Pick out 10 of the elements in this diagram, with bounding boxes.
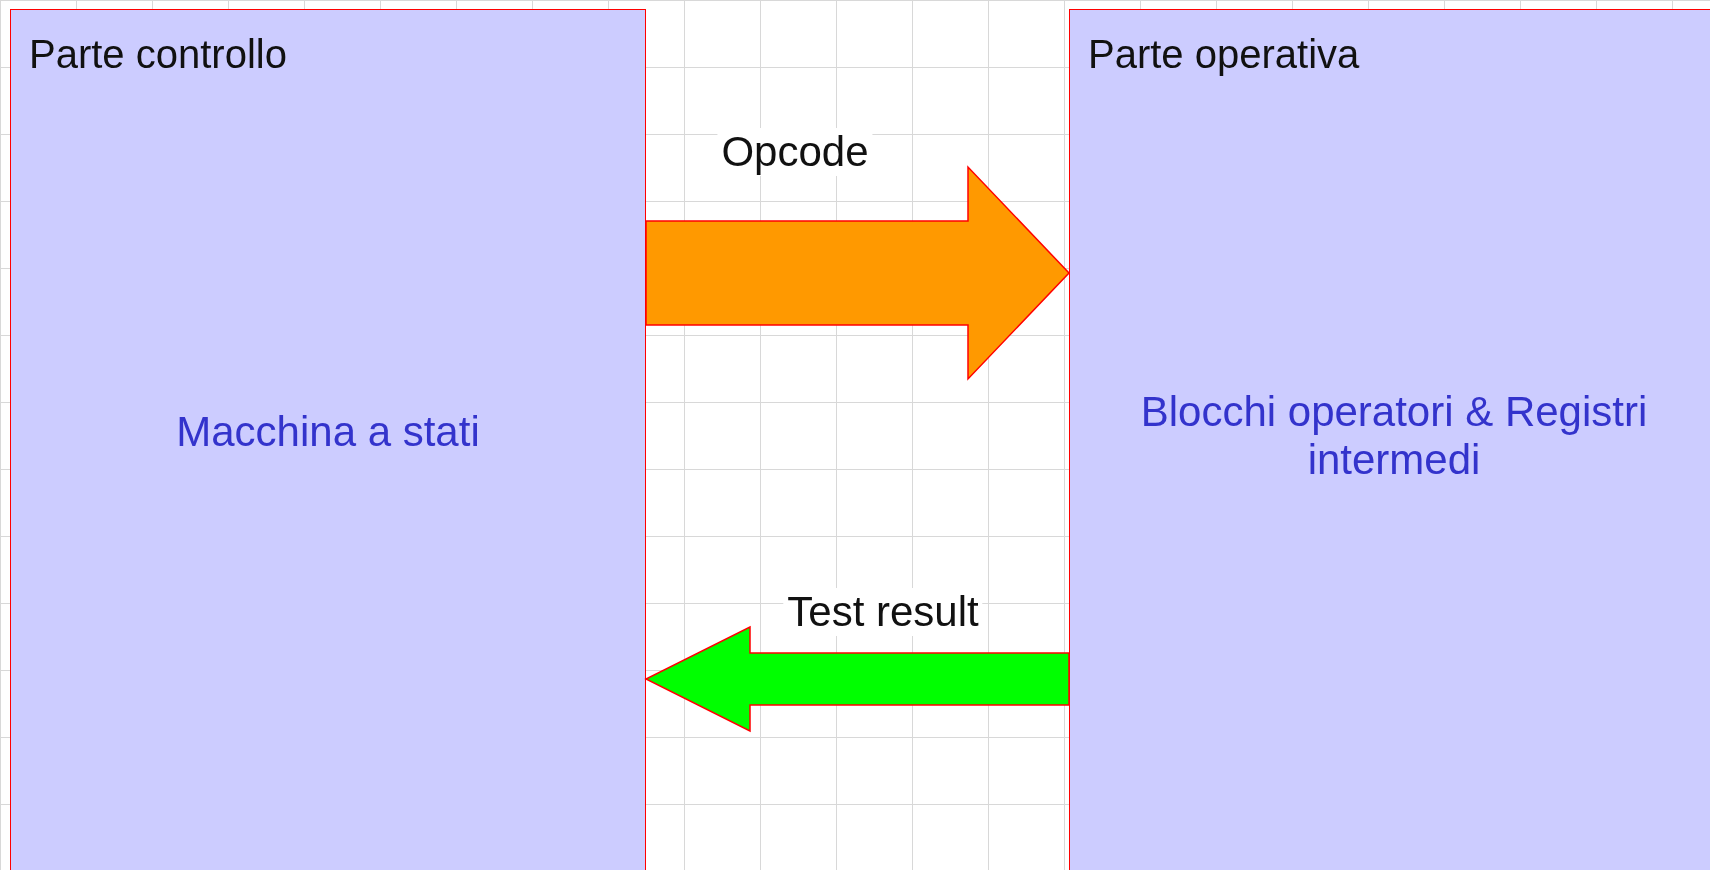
- edge-label: Opcode: [717, 128, 873, 176]
- block-arrow: [644, 625, 1070, 733]
- block-title: Parte controllo: [29, 32, 287, 77]
- edge-label: Test result: [783, 588, 983, 636]
- block-arrow: [645, 165, 1071, 381]
- block-label: Macchina a stati: [175, 408, 481, 456]
- block-box: [10, 9, 646, 870]
- block-label: Blocchi operatori & Registri intermedi: [1139, 388, 1649, 484]
- block-box: [1069, 9, 1710, 870]
- block-title: Parte operativa: [1088, 32, 1360, 77]
